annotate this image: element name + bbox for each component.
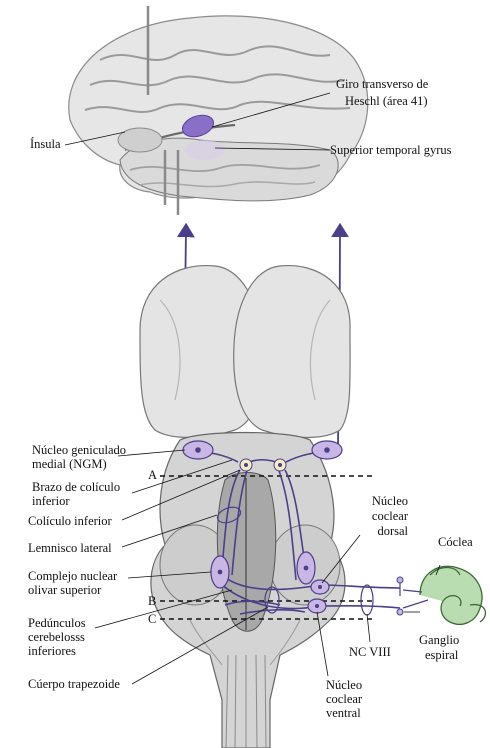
label-brazo-line2: inferior: [32, 494, 70, 508]
label-lemnisco-lateral: Lemnisco lateral: [28, 541, 112, 555]
cochlea: [402, 565, 487, 625]
label-complejo-line1: Complejo nuclear: [28, 569, 118, 583]
label-section-a: A: [148, 468, 158, 482]
label-nucleo-dorsal-line2: coclear: [371, 509, 408, 523]
label-brazo-line1: Brazo de colículo: [32, 480, 121, 494]
label-nucleo-ventral-line1: Núcleo: [326, 678, 363, 692]
label-coclea: Cóclea: [438, 535, 473, 549]
label-cuerpo-trapezoide: Cúerpo trapezoide: [28, 677, 120, 691]
label-ganglio-line1: Ganglio: [419, 633, 460, 647]
brainstem: [139, 264, 351, 748]
label-nucleo-ventral-line3: ventral: [326, 706, 361, 720]
label-pedunculos-line1: Pedúnculos: [28, 616, 86, 630]
label-section-c: C: [148, 612, 157, 626]
label-pedunculos-line2: cerebelosss: [28, 630, 85, 644]
label-complejo-line2: olivar superior: [28, 583, 102, 597]
label-superior-temporal-gyrus: Superior temporal gyrus: [330, 143, 452, 157]
brainstem-leader-lines: [94, 449, 441, 685]
label-nucleo-dorsal-line1: Núcleo: [371, 494, 408, 508]
label-coliculo-inferior: Colículo inferior: [28, 514, 112, 528]
nuclei: [182, 440, 404, 616]
label-insula: Ínsula: [30, 137, 61, 151]
heschl-gyrus-highlight: [181, 114, 215, 138]
label-pedunculos-line3: inferiores: [28, 644, 76, 658]
label-nucleo-dorsal-line3: dorsal: [377, 524, 408, 538]
label-section-b: B: [148, 594, 157, 608]
label-heschl-line2: Heschl (área 41): [345, 94, 428, 108]
label-nucleo-ventral-line2: coclear: [326, 692, 363, 706]
label-nc-viii: NC VIII: [349, 645, 391, 659]
brain-leader-lines: [64, 92, 331, 151]
label-ngm-line1: Núcleo geniculado: [32, 443, 127, 457]
label-ganglio-line2: espiral: [425, 648, 459, 662]
label-heschl-line1: Giro transverso de: [336, 77, 429, 91]
brain-hemisphere: [68, 6, 369, 215]
label-ngm-line2: medial (NGM): [32, 457, 107, 471]
